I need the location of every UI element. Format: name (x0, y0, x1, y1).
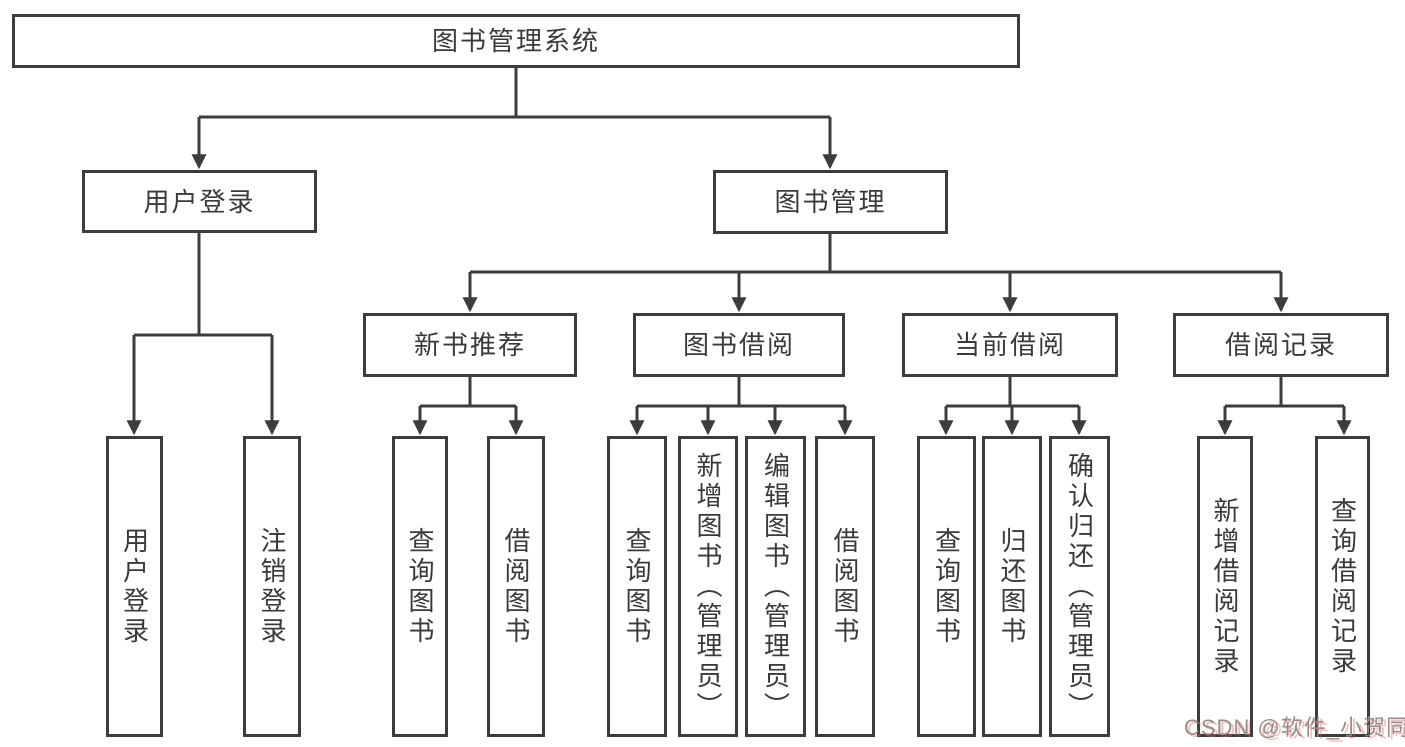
node-book-borrowing: 图书借阅 (633, 313, 845, 377)
node-new-book-recommendation: 新书推荐 (363, 313, 577, 377)
leaf-borrow-books-2: 借阅图书 (815, 436, 875, 737)
node-label: 图书管理系统 (431, 26, 600, 56)
node-current-borrowing: 当前借阅 (902, 313, 1118, 377)
leaf-query-borrow-record: 查询借阅记录 (1315, 436, 1370, 737)
node-library-management-system: 图书管理系统 (12, 14, 1020, 68)
leaf-return-books: 归还图书 (982, 436, 1042, 737)
leaf-query-books-1: 查询图书 (392, 436, 448, 737)
leaf-query-books-3: 查询图书 (917, 436, 976, 737)
leaf-logout: 注销登录 (243, 436, 301, 737)
node-label: 当前借阅 (953, 330, 1066, 360)
leaf-label: 确认归还（管理员） (1064, 451, 1095, 722)
leaf-label: 新增借阅记录 (1210, 496, 1240, 677)
node-label: 新书推荐 (413, 330, 526, 360)
leaf-borrow-books-1: 借阅图书 (487, 436, 545, 737)
leaf-label: 查询图书 (931, 526, 962, 647)
leaf-label: 查询图书 (622, 526, 652, 647)
leaf-label: 归还图书 (997, 526, 1027, 647)
leaf-label: 新增图书（管理员） (693, 451, 723, 722)
leaf-label: 借阅图书 (501, 526, 531, 647)
node-label: 借阅记录 (1224, 330, 1337, 360)
csdn-watermark: CSDN @软件_小贺同学 (1184, 715, 1405, 740)
node-borrowing-records: 借阅记录 (1173, 313, 1389, 377)
node-book-management: 图书管理 (713, 170, 948, 234)
leaf-label: 用户登录 (119, 526, 150, 647)
leaf-label: 编辑图书（管理员） (760, 451, 791, 722)
node-label: 图书借阅 (682, 330, 795, 360)
leaf-label: 借阅图书 (830, 526, 860, 647)
leaf-user-login: 用户登录 (106, 436, 163, 737)
leaf-label: 查询图书 (405, 526, 435, 647)
leaf-label: 查询借阅记录 (1327, 496, 1358, 677)
leaf-add-books-admin: 新增图书（管理员） (678, 436, 738, 737)
leaf-edit-books-admin: 编辑图书（管理员） (745, 436, 806, 737)
leaf-query-books-2: 查询图书 (607, 436, 667, 737)
leaf-add-borrow-record: 新增借阅记录 (1197, 436, 1253, 737)
leaf-label: 注销登录 (257, 526, 287, 647)
node-label: 图书管理 (774, 187, 887, 217)
leaf-confirm-return-admin: 确认归还（管理员） (1049, 436, 1110, 737)
node-user-login-group: 用户登录 (82, 170, 317, 233)
node-label: 用户登录 (143, 186, 256, 217)
